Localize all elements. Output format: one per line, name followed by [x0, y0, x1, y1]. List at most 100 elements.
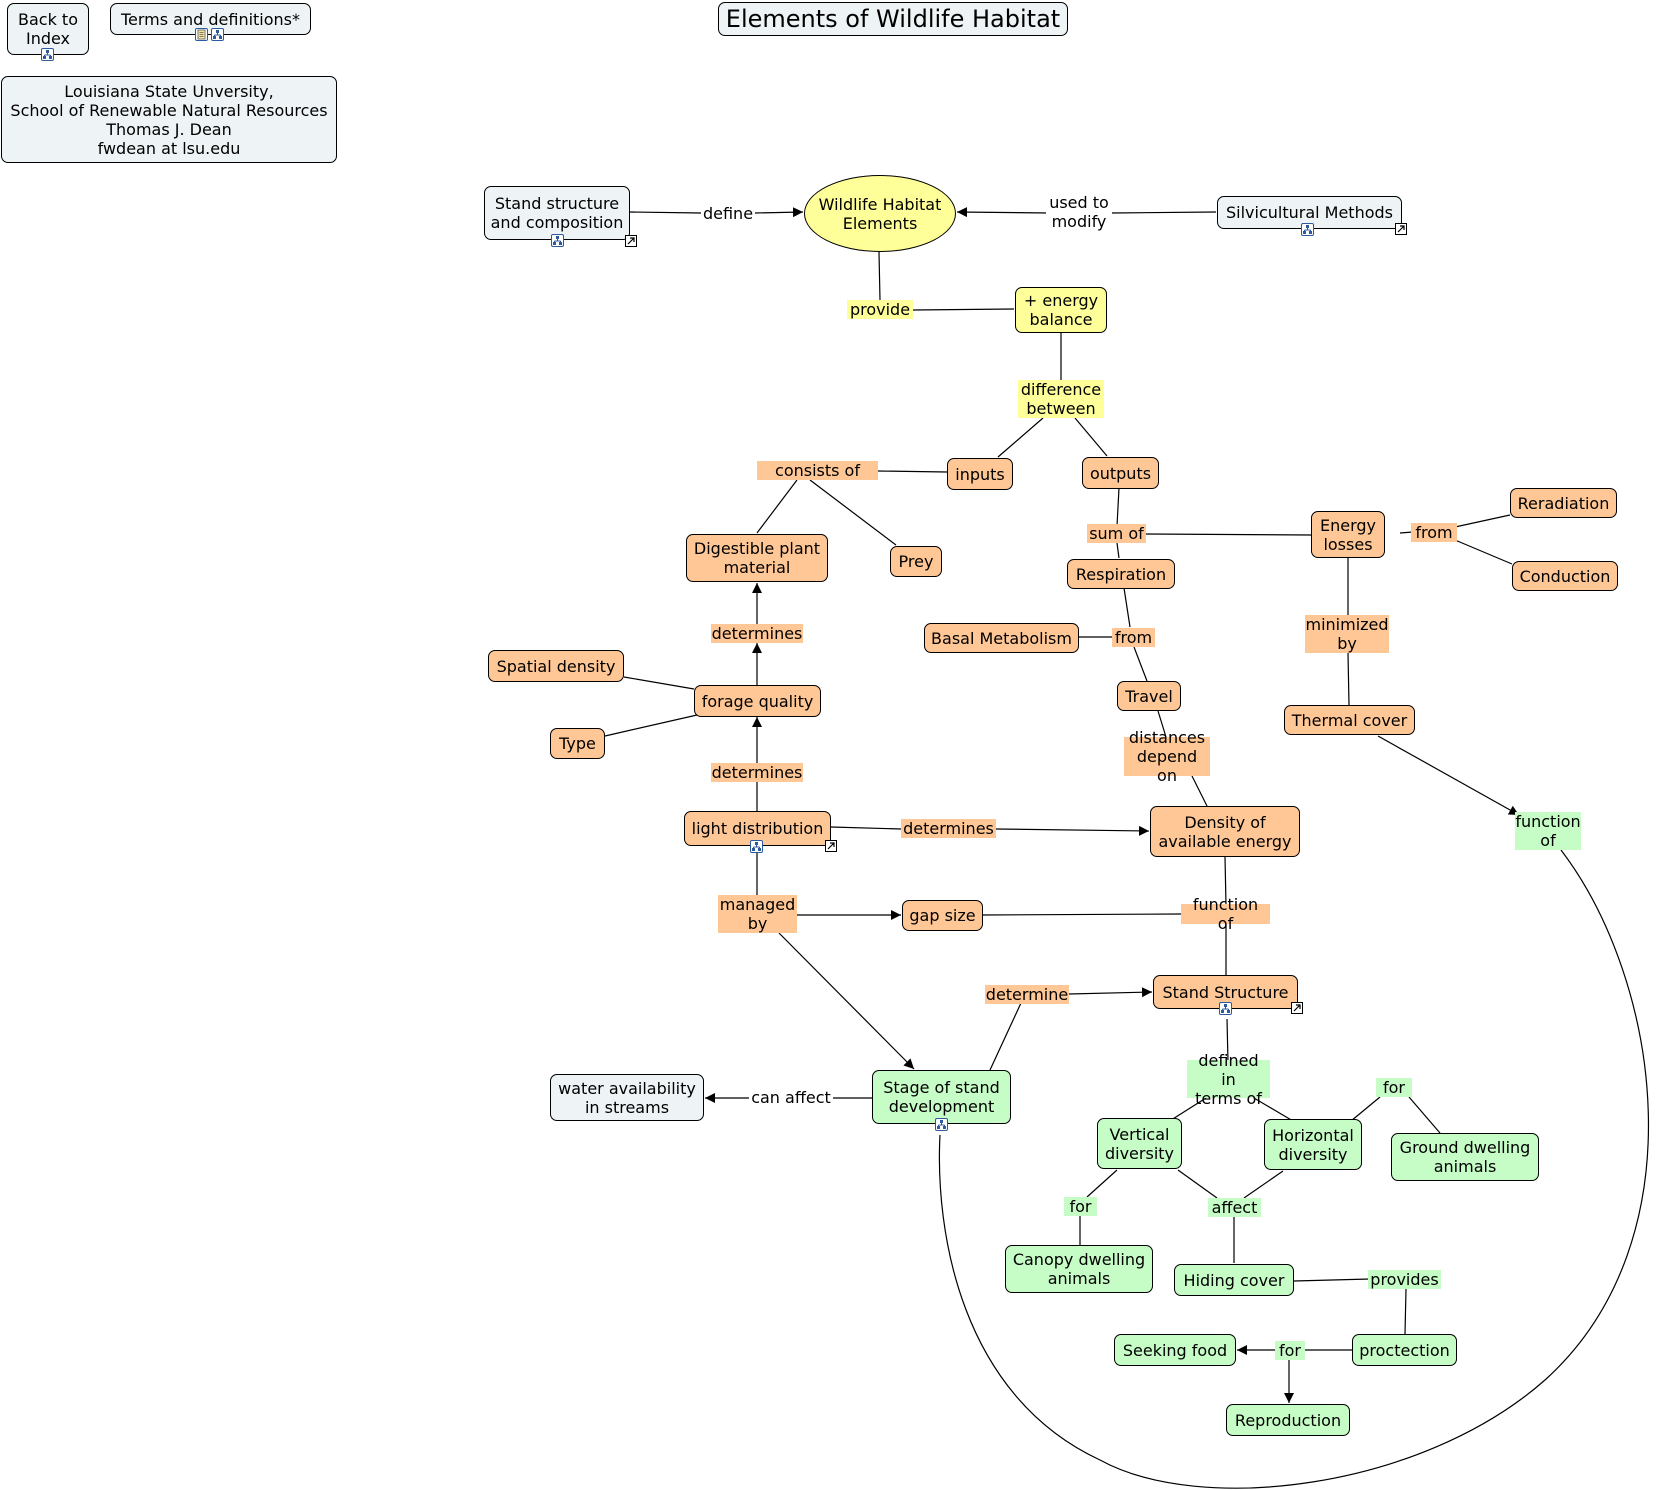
- link-density-function: [1224, 856, 1227, 906]
- link-consists-digestible: [756, 479, 798, 534]
- link-provides-proctection: [1404, 1288, 1407, 1335]
- concept-travel[interactable]: Travel: [1117, 681, 1181, 711]
- link-hiding-provides: [1293, 1278, 1371, 1282]
- link-define-wildlife: [754, 207, 804, 218]
- link-label-define: define: [701, 204, 755, 223]
- concept-vertical-diversity[interactable]: Vertical diversity: [1097, 1118, 1182, 1169]
- link-respiration-from: [1123, 587, 1131, 628]
- concept-stand-structure-composition[interactable]: Stand structure and composition: [484, 186, 630, 240]
- link-travel-distances: [1157, 710, 1167, 738]
- link-label-for-ground: for: [1376, 1078, 1412, 1097]
- external-link-icon[interactable]: [625, 235, 637, 247]
- concept-map-icon[interactable]: [211, 28, 224, 41]
- concept-digestible-plant-material[interactable]: Digestible plant material: [686, 534, 828, 582]
- link-label-from-losses: from: [1411, 523, 1457, 542]
- link-spatial-forage: [623, 676, 695, 690]
- link-sum-losses: [1145, 533, 1312, 536]
- concept-water-availability[interactable]: water availability in streams: [550, 1074, 704, 1121]
- link-label-from-respiration: from: [1112, 628, 1155, 647]
- link-function-stage-curve: [938, 849, 1649, 1489]
- credits-box: Louisiana State Unversity, School of Ren…: [1, 76, 337, 163]
- link-label-sum-of: sum of: [1087, 524, 1146, 543]
- link-from-travel: [1133, 646, 1148, 682]
- link-label-used-to-modify: used to modify: [1046, 193, 1112, 231]
- external-link-icon[interactable]: [825, 840, 837, 852]
- link-silvi-modify: [1111, 211, 1217, 214]
- link-determine-structure: [1068, 987, 1153, 998]
- link-thermal-function: [1377, 735, 1520, 816]
- document-icon[interactable]: [195, 28, 208, 41]
- link-defined-horizontal: [1253, 1097, 1294, 1122]
- link-label-provide: provide: [847, 300, 913, 319]
- external-link-icon[interactable]: [1395, 223, 1407, 235]
- concept-spatial-density[interactable]: Spatial density: [488, 650, 624, 682]
- link-label-difference-between: difference between: [1018, 380, 1104, 418]
- link-modify-wildlife: [956, 207, 1049, 218]
- page-title: Elements of Wildlife Habitat: [718, 2, 1068, 36]
- concept-energy-losses[interactable]: Energy losses: [1311, 511, 1385, 558]
- concept-reproduction[interactable]: Reproduction: [1226, 1404, 1350, 1436]
- link-label-defined-in-terms-of: defined in terms of: [1187, 1051, 1270, 1108]
- concept-energy-balance[interactable]: + energy balance: [1015, 287, 1107, 333]
- terms-definitions-button[interactable]: Terms and definitions*: [110, 3, 311, 35]
- link-gap-function: [982, 913, 1182, 916]
- concept-basal-metabolism[interactable]: Basal Metabolism: [924, 623, 1079, 653]
- link-label-function-of-density: function of: [1181, 895, 1270, 933]
- concept-type[interactable]: Type: [550, 728, 605, 759]
- link-vertical-for: [1086, 1169, 1118, 1198]
- link-label-minimized-by: minimized by: [1305, 615, 1389, 653]
- link-label-affect: affect: [1208, 1198, 1261, 1217]
- link-label-distances-depend-on: distances depend on: [1124, 728, 1210, 785]
- link-horizontal-for: [1350, 1096, 1381, 1122]
- concept-reradiation[interactable]: Reradiation: [1510, 488, 1617, 518]
- link-stand-define: [628, 211, 702, 214]
- concept-density-available-energy[interactable]: Density of available energy: [1150, 806, 1300, 857]
- concept-gap-size[interactable]: gap size: [902, 900, 983, 931]
- concept-conduction[interactable]: Conduction: [1512, 561, 1618, 591]
- link-from-conduction: [1454, 539, 1513, 565]
- link-horizontal-affect: [1243, 1170, 1284, 1199]
- link-label-consists-of: consists of: [757, 461, 878, 480]
- concept-hiding-cover[interactable]: Hiding cover: [1174, 1264, 1294, 1296]
- concept-wildlife-habitat-elements[interactable]: Wildlife Habitat Elements: [804, 175, 956, 252]
- link-label-determines-density: determines: [901, 819, 996, 838]
- link-minimized-thermal: [1347, 652, 1350, 706]
- link-type-forage: [604, 714, 698, 737]
- concept-map-icon[interactable]: [41, 48, 54, 61]
- concept-thermal-cover[interactable]: Thermal cover: [1284, 705, 1415, 735]
- link-label-can-affect: can affect: [749, 1088, 833, 1107]
- back-to-index-button[interactable]: Back to Index: [7, 3, 89, 55]
- concept-map-icon[interactable]: [551, 234, 564, 247]
- external-link-icon[interactable]: [1291, 1002, 1303, 1014]
- link-for-ground: [1408, 1096, 1441, 1134]
- concept-proctection[interactable]: proctection: [1352, 1334, 1457, 1366]
- concept-map-icon[interactable]: [935, 1118, 948, 1131]
- link-label-managed-by: managed by: [718, 895, 797, 933]
- link-determines2-density: [995, 825, 1150, 836]
- concept-stage-of-stand-development[interactable]: Stage of stand development: [872, 1070, 1011, 1124]
- concept-horizontal-diversity[interactable]: Horizontal diversity: [1264, 1119, 1362, 1170]
- concept-inputs[interactable]: inputs: [947, 458, 1013, 490]
- link-label-for-seeking: for: [1275, 1341, 1305, 1360]
- link-structure-defined: [1226, 1018, 1229, 1063]
- concept-prey[interactable]: Prey: [890, 546, 942, 577]
- link-label-provides: provides: [1368, 1270, 1441, 1289]
- link-losses-from: [1399, 531, 1414, 534]
- link-wildlife-provide: [878, 251, 881, 301]
- link-consists-prey: [809, 479, 897, 546]
- link-label-determines-digestible: determines: [711, 624, 803, 643]
- concept-ground-dwelling-animals[interactable]: Ground dwelling animals: [1391, 1133, 1539, 1181]
- concept-outputs[interactable]: outputs: [1082, 457, 1159, 489]
- link-label-for-canopy: for: [1064, 1197, 1097, 1216]
- concept-map-icon[interactable]: [1301, 223, 1314, 236]
- concept-map-icon[interactable]: [1219, 1002, 1232, 1015]
- link-label-determines-forage: determines: [711, 763, 803, 782]
- link-diff-outputs: [1074, 417, 1108, 457]
- link-from-reradiation: [1454, 514, 1511, 528]
- concept-forage-quality[interactable]: forage quality: [694, 685, 821, 717]
- concept-map-icon[interactable]: [750, 840, 763, 853]
- concept-respiration[interactable]: Respiration: [1067, 559, 1175, 589]
- concept-canopy-dwelling-animals[interactable]: Canopy dwelling animals: [1005, 1245, 1153, 1293]
- concept-seeking-food[interactable]: Seeking food: [1114, 1334, 1236, 1366]
